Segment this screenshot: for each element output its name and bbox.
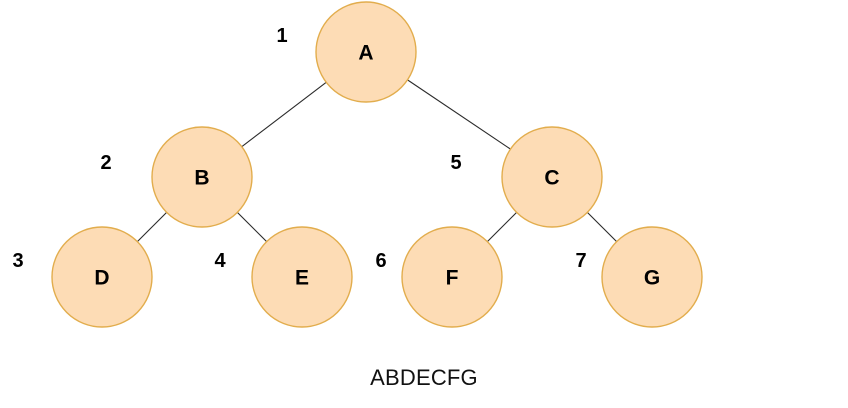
node-circle — [51, 226, 153, 328]
visit-order-label: 6 — [375, 250, 386, 272]
edge-c-f — [486, 211, 518, 243]
node-circle — [501, 126, 603, 228]
node-circle — [251, 226, 353, 328]
node-label: B — [194, 167, 209, 190]
node-label: F — [446, 267, 459, 290]
edge-a-c — [407, 79, 511, 150]
node-b: B — [151, 126, 253, 228]
node-c: C — [501, 126, 603, 228]
node-circle — [601, 226, 703, 328]
node-circle — [151, 126, 253, 228]
edge-a-b — [241, 81, 327, 148]
node-f: F — [401, 226, 503, 328]
edge-b-e — [236, 211, 268, 243]
visit-order-label: 7 — [575, 250, 586, 272]
node-circle — [315, 1, 417, 103]
node-d: D — [51, 226, 153, 328]
node-label: E — [295, 267, 309, 290]
visit-order-label: 3 — [12, 250, 23, 272]
node-label: G — [644, 267, 660, 290]
edges — [136, 79, 618, 243]
traversal-caption: ABDECFG — [370, 365, 478, 390]
visit-order-label: 1 — [276, 25, 287, 47]
node-label: D — [94, 267, 109, 290]
node-e: E — [251, 226, 353, 328]
node-label: C — [544, 167, 559, 190]
node-label: A — [358, 42, 373, 65]
node-g: G — [601, 226, 703, 328]
visit-order-label: 4 — [214, 250, 226, 272]
node-a: A — [315, 1, 417, 103]
visit-order-label: 5 — [450, 152, 461, 174]
edge-c-g — [586, 211, 618, 243]
edge-b-d — [136, 211, 168, 243]
visit-order-label: 2 — [100, 152, 111, 174]
node-circle — [401, 226, 503, 328]
